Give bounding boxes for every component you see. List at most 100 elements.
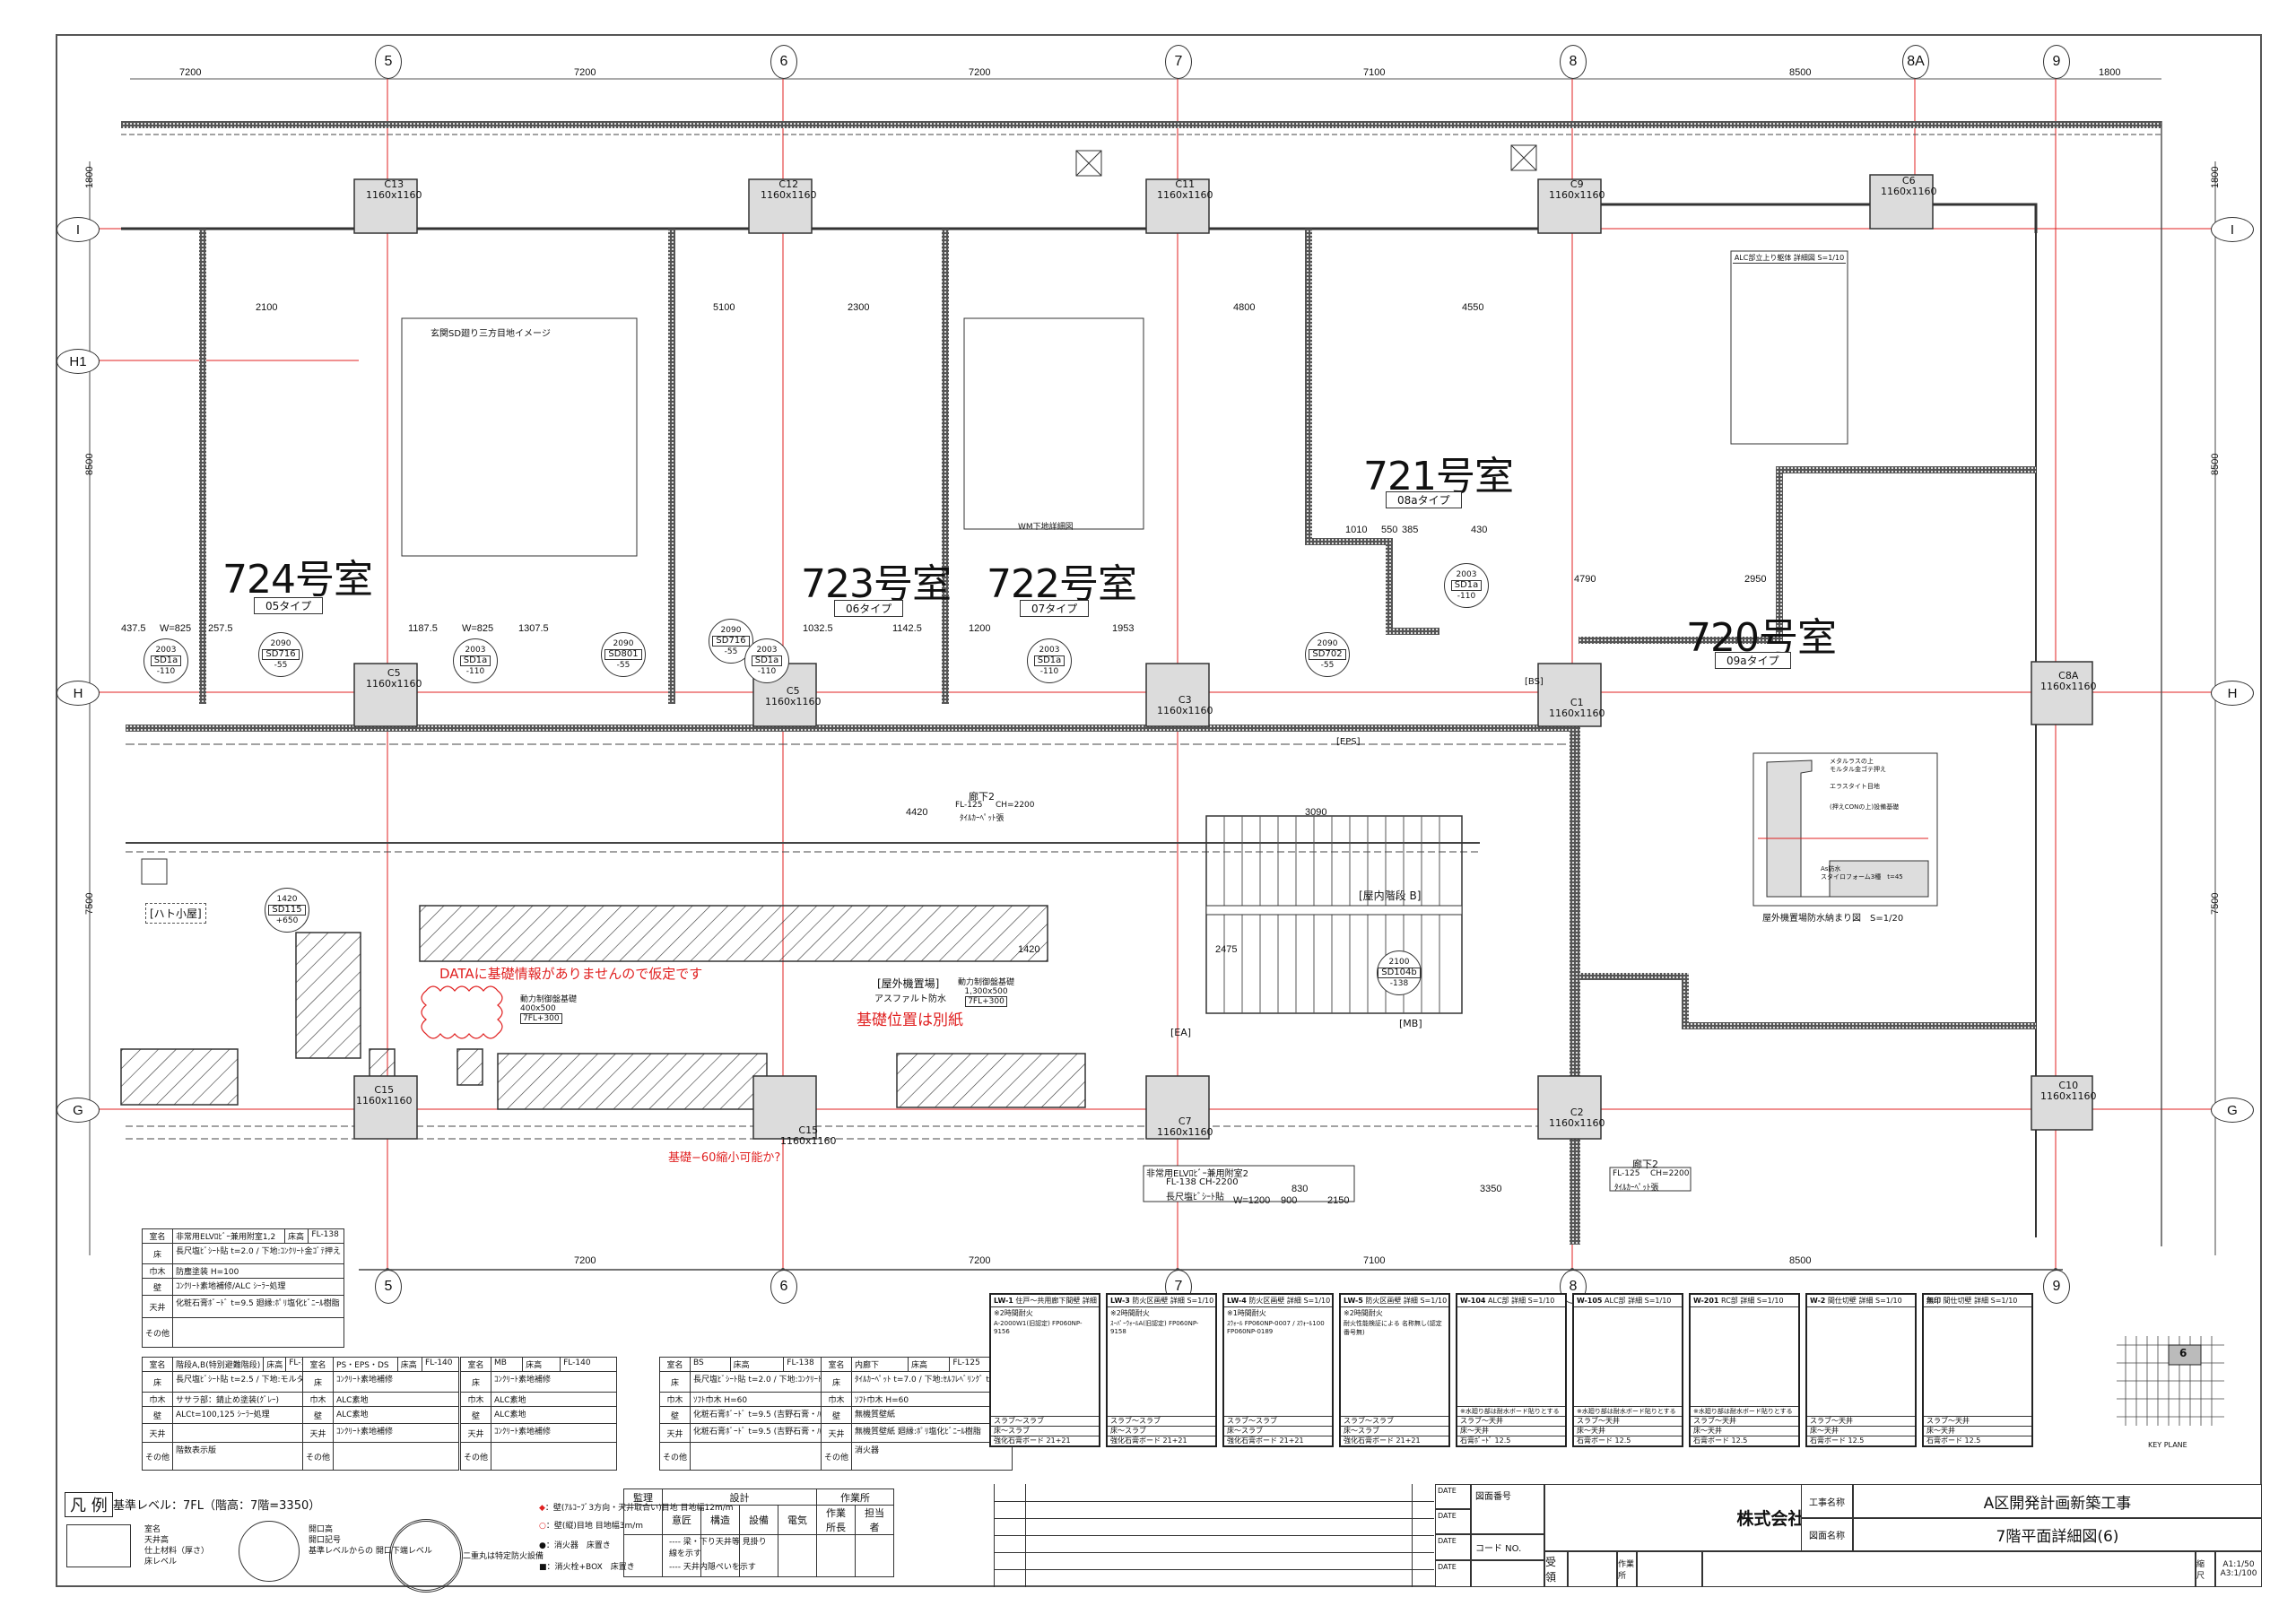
span-dim: 7200 <box>179 67 202 78</box>
dimension: 3090 <box>1305 807 1327 818</box>
wall-detail-lw1: LW-1 住戸〜共用廊下間壁 詳細 S=1/10 ※2時間耐火A-2000W1(… <box>989 1293 1100 1447</box>
approval-table: 監理設計作業所 意匠構造設備電気作業所長担当者 <box>623 1488 894 1577</box>
legend: 凡 例 基準レベル：7FL（階高：7階=3350） 室名天井高仕上材料（厚さ）床… <box>59 1488 1118 1593</box>
wall-detail-lw4: LW-4 防火区画壁 詳細 S=1/10 ※1時間耐火ｽｳｫｰﾙ FP060NP… <box>1222 1293 1334 1447</box>
room-type-723: 06タイプ <box>834 600 904 617</box>
received-value <box>1568 1551 1617 1587</box>
hydrant-icon: ■ <box>539 1563 547 1572</box>
red-circle-icon: ○ <box>539 1522 546 1531</box>
dimension: 4550 <box>1462 302 1484 313</box>
grid-bubble-6-bottom: 6 <box>770 1270 797 1304</box>
dimension: 3350 <box>1480 1184 1502 1194</box>
wall-detail-strip: LW-1 住戸〜共用廊下間壁 詳細 S=1/10 ※2時間耐火A-2000W1(… <box>989 1293 2033 1451</box>
span-dim: 1800 <box>2099 67 2121 78</box>
drawing-number-label: 図面番号 <box>1471 1484 1544 1534</box>
legend-base-level: 基準レベル：7FL（階高：7階=3350） <box>113 1499 321 1513</box>
waterproof-notes-lower: As防水スタイロフォーム3種 t=45 <box>1821 865 1903 881</box>
wall-detail-lw3: LW-3 防火区画壁 詳細 S=1/10 ※2時間耐火ｽｰﾊﾟｰｳｫｰﾙA(旧認… <box>1106 1293 1217 1447</box>
scale-label: 縮 尺 <box>2196 1551 2215 1587</box>
room-type-722: 07タイプ <box>1020 600 1090 617</box>
dimension: 430 <box>1471 525 1488 535</box>
dimension: 1187.5 <box>408 623 438 634</box>
received-label: 受 領 <box>1544 1551 1568 1587</box>
side-dim: 8500 <box>2210 453 2221 475</box>
space-corridor-ch: CH=2200 <box>1650 1169 1690 1178</box>
wall-detail-lw5: LW-5 防火区画壁 詳細 S=1/10 ※2時間耐火耐火性能検証による 名称無… <box>1339 1293 1450 1447</box>
extinguisher-icon: ● <box>539 1541 546 1550</box>
dimension: 5100 <box>713 302 735 313</box>
legend-room-box-icon <box>66 1524 131 1567</box>
space-elv-lobby-spec: FL-138 CH-2200 <box>1166 1177 1239 1187</box>
date-2: DATE <box>1435 1509 1471 1534</box>
dimension: 1953 <box>1112 623 1135 634</box>
dimension: 550 <box>1381 525 1398 535</box>
scale-blank <box>1702 1551 2196 1587</box>
space-stair-b: [屋内階段 B] <box>1359 890 1422 902</box>
legend-joint-circle: ○：壁(縦)目地 目地幅3m/m <box>539 1522 644 1531</box>
grid-bubble-h: H <box>57 681 100 706</box>
dimension: 385 <box>1402 525 1419 535</box>
wall-detail-unmarked: 無印 間仕切壁 詳細 S=1/10 スラブ〜天井床〜天井石膏ボード 12.5 <box>1922 1293 2033 1447</box>
room-type-724: 05タイプ <box>254 597 324 614</box>
date-1: DATE <box>1435 1484 1471 1509</box>
legend-hydrant: ■：消火栓+BOX 床置き <box>539 1563 635 1572</box>
red-diamond-icon: ◆ <box>539 1504 545 1513</box>
worksite-value <box>1637 1551 1702 1587</box>
legend-double-circle-icon <box>389 1519 463 1593</box>
grid-bubble-i-right: I <box>2211 217 2254 242</box>
space-elv-lobby-floor: 長尺塩ﾋﾞｼｰﾄ貼 <box>1166 1193 1224 1202</box>
side-dim: 7500 <box>84 892 95 915</box>
revision-table <box>994 1484 1434 1587</box>
span-dim: 7200 <box>574 1255 596 1266</box>
date-4: DATE <box>1435 1560 1471 1587</box>
key-plan-label: KEY PLANE <box>2148 1441 2187 1449</box>
dimension: 2150 <box>1327 1195 1350 1206</box>
room-type-721: 08aタイプ <box>1386 491 1462 508</box>
dimension: W=825 <box>462 623 494 634</box>
space-corridor-fl-2: FL-125 <box>955 801 983 810</box>
room-label-722: 722号室 <box>987 561 1137 607</box>
space-hato: [ハト小屋] <box>145 903 206 924</box>
space-corridor-label: 廊下2 <box>969 791 995 803</box>
span-dim: 7200 <box>969 1255 991 1266</box>
space-mb: [MB] <box>1399 1018 1422 1029</box>
code-number-value <box>1471 1560 1544 1587</box>
dimension: 1010 <box>1345 525 1368 535</box>
drawing-sheet <box>56 34 2262 1587</box>
room-label-724: 724号室 <box>222 557 373 603</box>
dimension: 1307.5 <box>518 623 549 634</box>
side-dim: 8500 <box>84 453 95 475</box>
legend-room-box-labels: 室名天井高仕上材料（厚さ）床レベル <box>144 1525 210 1567</box>
alc-detail-title: ALC部立上り躯体 詳細図 S=1/10 <box>1733 254 1846 264</box>
room-type-720: 09aタイプ <box>1715 652 1791 669</box>
space-corridor-fl: FL-125 <box>1613 1169 1640 1178</box>
grid-bubble-g: G <box>57 1098 100 1123</box>
waterproof-notes: メタルラスの上モルタル金ゴテ押え エラスタイト目地 (押えCONの上)設備基礎 <box>1830 758 1900 811</box>
key-plan-highlight: 6 <box>2179 1347 2187 1359</box>
dimension: 1200 <box>969 623 991 634</box>
span-dim: 7100 <box>1363 1255 1386 1266</box>
grid-bubble-5: 5 <box>375 45 402 79</box>
key-plan-grid-icon <box>2117 1336 2224 1426</box>
red-note-no-foundation-data: DATAに基礎情報がありませんので仮定です <box>439 966 703 982</box>
space-corridor: 廊下2 <box>1632 1159 1658 1170</box>
grid-bubble-8a: 8A <box>1902 45 1929 79</box>
